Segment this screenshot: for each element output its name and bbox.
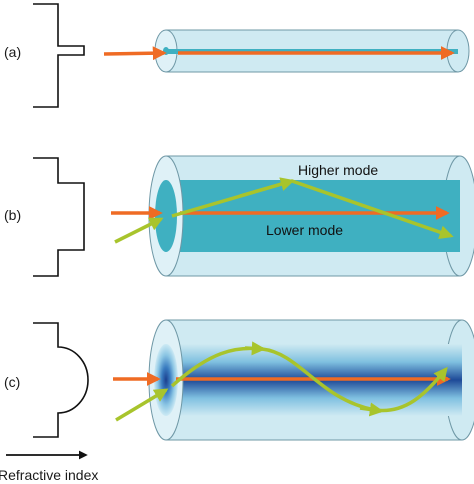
lower-mode-label: Lower mode [266, 222, 343, 238]
panel-b: (b) Higher mode Lower mode [4, 155, 474, 277]
panel-c-green-input-ray [115, 388, 169, 422]
panel-c-sinusoidal-ray [170, 346, 448, 413]
panel-a-label: (a) [4, 44, 21, 60]
panel-c-label: (c) [4, 374, 20, 390]
panel-c-index-profile [33, 322, 89, 438]
panel-b-green-input-ray [114, 217, 164, 244]
refractive-index-axis: Refractive index [0, 450, 98, 483]
panel-b-higher-mode-mid-arrow [239, 177, 295, 198]
panel-c-sinusoidal-mid-arrow-1 [244, 341, 266, 356]
panel-b-index-profile [33, 157, 85, 277]
refractive-index-label: Refractive index [0, 467, 98, 483]
panel-c-sinusoidal-mid-arrow-2 [359, 402, 384, 417]
panel-b-core-face [155, 180, 177, 252]
panel-a-input-ray [103, 46, 167, 61]
panel-b-core [166, 180, 460, 252]
panel-a-index-profile [33, 3, 85, 108]
panel-a: (a) [4, 3, 470, 108]
panel-b-label: (b) [4, 207, 21, 223]
panel-c: (c) [4, 319, 474, 441]
higher-mode-label: Higher mode [298, 162, 378, 178]
